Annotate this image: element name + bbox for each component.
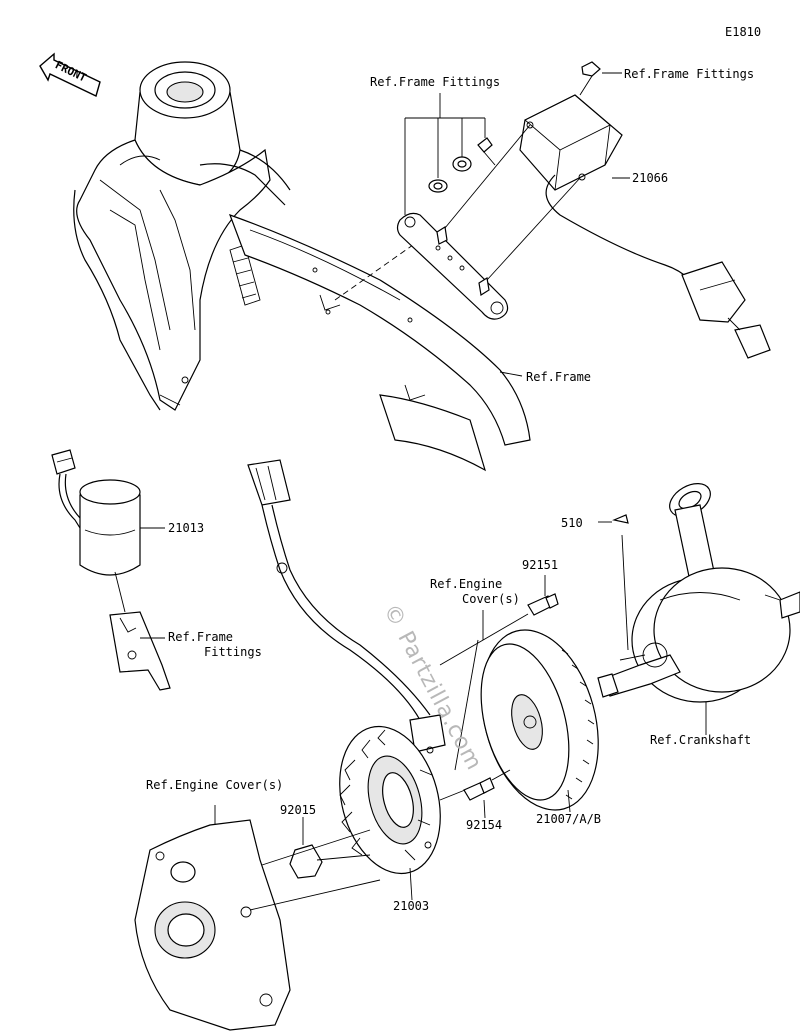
label-part-510[interactable]: 510: [561, 516, 583, 530]
crankshaft-drawing: [597, 483, 800, 735]
label-ref-frame-fittings-left-1[interactable]: Ref.Frame: [168, 630, 234, 644]
label-part-21066[interactable]: 21066: [632, 171, 669, 185]
label-part-92154[interactable]: 92154: [466, 818, 503, 832]
label-ref-frame-fittings-top[interactable]: Ref.Frame Fittings: [370, 75, 501, 89]
label-ref-engine-cover-upper-1[interactable]: Ref.Engine: [430, 577, 503, 591]
front-direction-badge: FRONT: [38, 52, 104, 102]
label-part-21003[interactable]: 21003: [393, 899, 430, 913]
frame-fittings-drawing: [396, 61, 771, 377]
frame-drawing: [73, 61, 531, 472]
label-ref-engine-cover-upper-2[interactable]: Cover(s): [462, 592, 520, 606]
label-ref-frame-fittings-left-2[interactable]: Fittings: [204, 645, 262, 659]
front-arrow-icon: [39, 52, 101, 97]
part-21013-drawing: [51, 449, 171, 691]
label-part-92151[interactable]: 92151: [522, 558, 559, 572]
label-ref-frame-fittings-right[interactable]: Ref.Frame Fittings: [624, 67, 755, 81]
label-part-92015[interactable]: 92015: [280, 803, 317, 817]
engine-cover-drawing: [134, 805, 381, 1031]
rotor-21007-drawing: [439, 575, 599, 819]
label-part-21007[interactable]: 21007/A/B: [536, 812, 602, 826]
diagram-code: E1810: [725, 25, 762, 39]
label-ref-engine-cover-lower[interactable]: Ref.Engine Cover(s): [146, 778, 284, 792]
stator-21003-drawing: [289, 725, 441, 901]
label-part-21013[interactable]: 21013: [168, 521, 205, 535]
label-ref-frame[interactable]: Ref.Frame: [526, 370, 592, 384]
stator-wire-drawing: [247, 459, 446, 753]
label-ref-crankshaft[interactable]: Ref.Crankshaft: [650, 733, 752, 747]
